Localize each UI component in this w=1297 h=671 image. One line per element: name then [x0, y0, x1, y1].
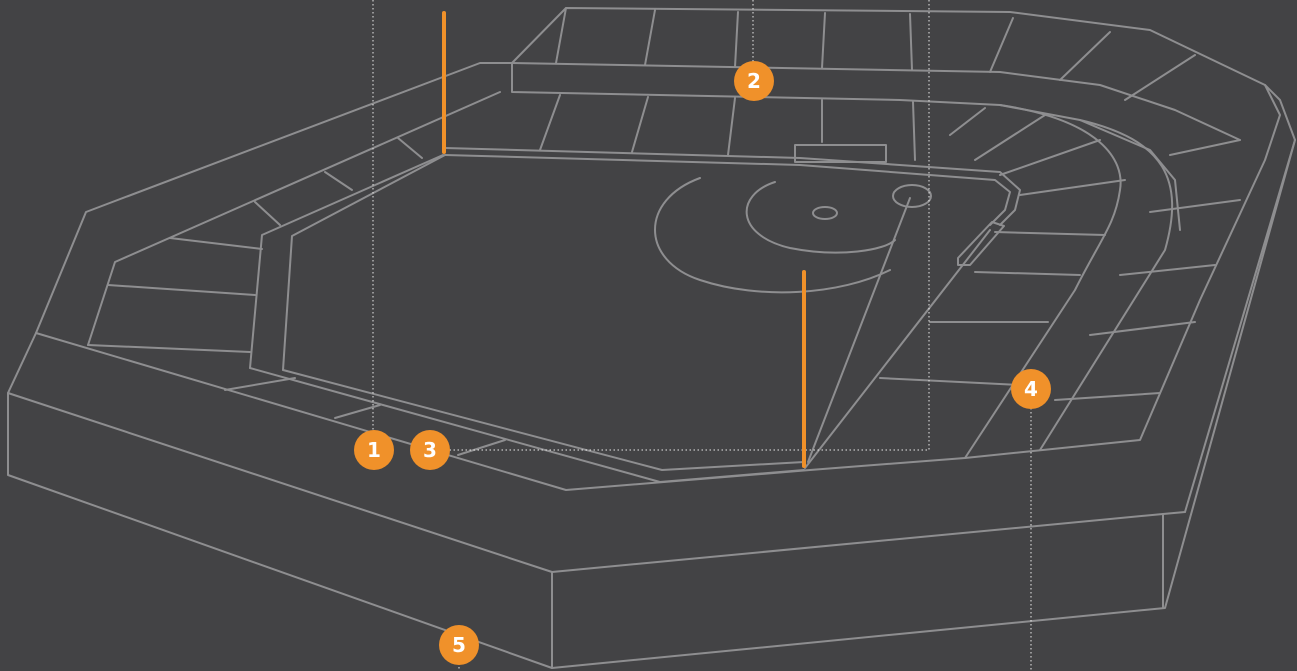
guide-line-3	[448, 0, 929, 450]
back-low-div-5	[913, 102, 915, 160]
back-low-div-2	[632, 97, 648, 152]
left-row-3	[170, 238, 262, 249]
back-div-5	[910, 14, 912, 70]
marker-5[interactable]: 5	[439, 625, 479, 665]
marker-2-label: 2	[747, 69, 761, 93]
back-div-8	[1125, 55, 1195, 100]
right-row-4	[1020, 180, 1125, 195]
right-outer-row-1	[1170, 140, 1240, 155]
marker-1-label: 1	[367, 438, 381, 462]
left-stand-outer	[88, 92, 500, 345]
base-top-edge	[8, 393, 1185, 572]
dugout	[958, 222, 1004, 265]
lower-left-row-1	[225, 378, 295, 390]
foul-line-2	[805, 230, 990, 468]
marker-3[interactable]: 3	[410, 430, 450, 470]
right-row-6	[975, 272, 1080, 275]
field-back-edge-2	[445, 155, 1010, 225]
right-outer-row-5	[1055, 393, 1160, 400]
back-div-3	[735, 12, 738, 67]
base-right-top	[1185, 140, 1295, 512]
left-row-2	[108, 285, 255, 295]
back-div-6	[990, 18, 1013, 72]
infield-arc	[747, 182, 895, 253]
foul-line-1	[808, 198, 910, 462]
back-div-2	[645, 10, 655, 65]
outfield-arc	[655, 178, 890, 292]
upper-rim	[36, 85, 1280, 490]
field-back-edge	[445, 148, 1020, 225]
outer-shell	[8, 8, 1295, 668]
right-outer-row-3	[1120, 265, 1215, 275]
pitchers-mound	[813, 207, 837, 219]
marker-4[interactable]: 4	[1011, 369, 1051, 409]
left-row-1	[88, 345, 250, 352]
right-outer-row-2	[1150, 200, 1240, 212]
marker-2[interactable]: 2	[734, 61, 774, 101]
inner-back-rail	[1000, 72, 1240, 140]
left-row-5	[325, 172, 352, 190]
right-row-8	[880, 378, 1020, 385]
left-row-4	[255, 202, 280, 225]
lower-left-tier	[250, 368, 804, 482]
lower-left-row-3	[458, 440, 505, 455]
back-div-7	[1060, 32, 1110, 80]
marker-3-label: 3	[423, 438, 437, 462]
back-div-4	[822, 13, 825, 68]
right-row-1	[950, 108, 985, 135]
right-row-3	[1000, 140, 1100, 175]
back-low-div-1	[540, 95, 560, 150]
right-row-2	[975, 115, 1045, 160]
back-low-div-3	[728, 98, 735, 155]
right-row-5	[995, 232, 1105, 235]
left-row-6	[398, 138, 422, 158]
right-outer-row-4	[1090, 322, 1195, 335]
left-wall	[283, 155, 445, 370]
home-plate-circle	[893, 185, 931, 207]
marker-4-label: 4	[1024, 377, 1038, 401]
marker-1[interactable]: 1	[354, 430, 394, 470]
marker-5-label: 5	[452, 633, 466, 657]
